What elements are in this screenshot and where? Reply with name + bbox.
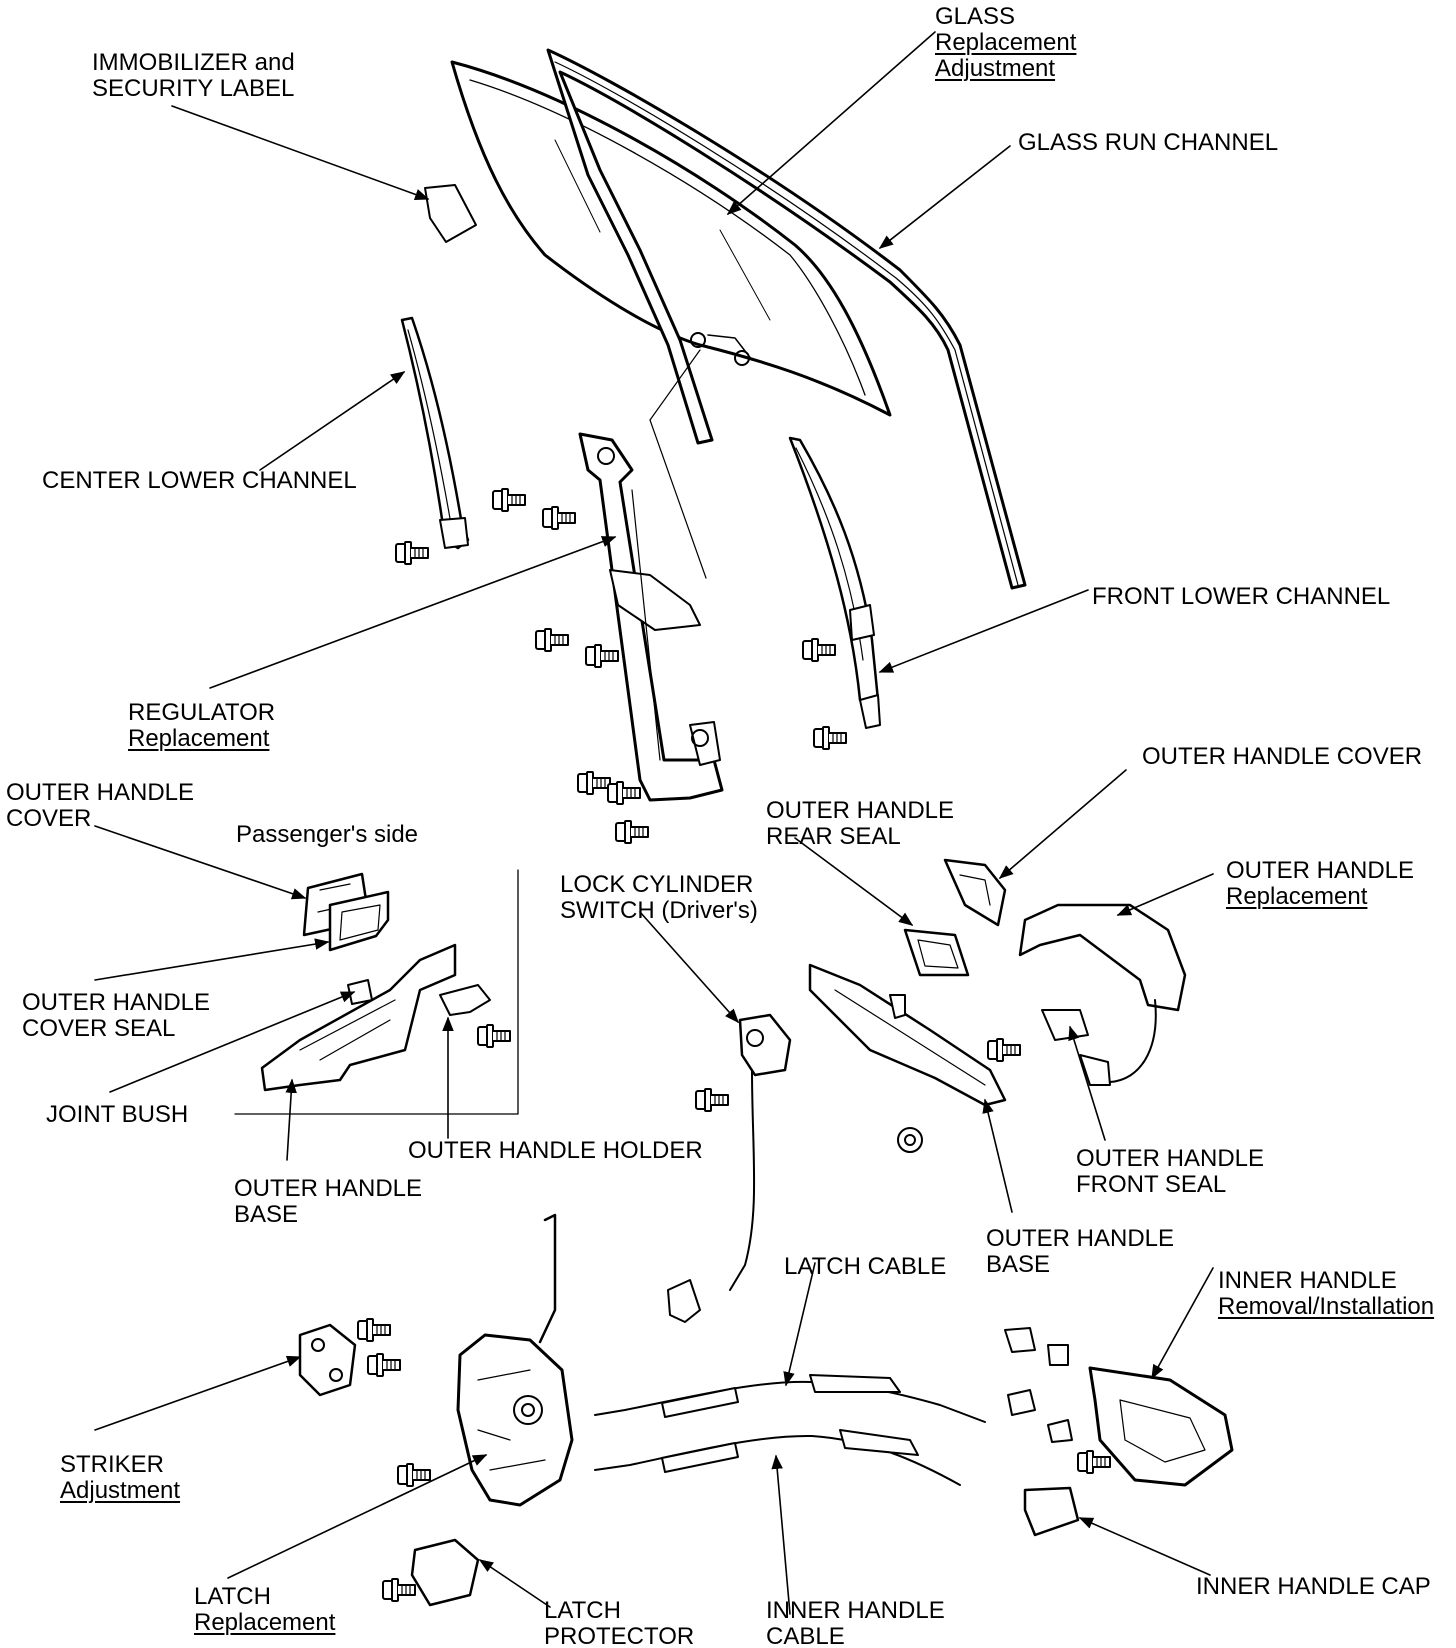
- link-striker-adjustment[interactable]: Adjustment: [60, 1477, 181, 1504]
- label-inner-handle: INNER HANDLE Removal/Installation: [1218, 1267, 1435, 1320]
- label-outer-handle-cover-right: OUTER HANDLE COVER: [1142, 743, 1423, 770]
- label-latch-cable: LATCH CABLE: [784, 1253, 947, 1280]
- label-outer-handle-cover-seal: OUTER HANDLE COVER SEAL: [22, 989, 211, 1042]
- bolt-2: [492, 488, 526, 512]
- bolt-10: [813, 726, 847, 750]
- link-regulator-replacement[interactable]: Replacement: [128, 725, 270, 752]
- bolt-6: [577, 771, 611, 795]
- label-outer-handle: OUTER HANDLE Replacement: [1226, 857, 1415, 910]
- glass-run-channel-part: [546, 48, 1027, 590]
- bolt-12: [397, 1463, 431, 1487]
- bolt-8: [615, 820, 649, 844]
- label-striker: STRIKER Adjustment: [60, 1451, 181, 1504]
- bolt-13: [382, 1578, 416, 1602]
- label-passenger-side: Passenger's side: [236, 821, 419, 848]
- immobilizer-label-part: [424, 184, 477, 243]
- bolt-16: [1077, 1450, 1111, 1474]
- bolt-15: [367, 1353, 401, 1377]
- label-outer-handle-holder: OUTER HANDLE HOLDER: [408, 1137, 703, 1164]
- center-lower-channel-part: [400, 316, 470, 550]
- regulator-part: [578, 349, 724, 802]
- link-inner-handle-removal-installation[interactable]: Removal/Installation: [1218, 1293, 1435, 1320]
- latch-part: [298, 1213, 574, 1607]
- label-immobilizer: IMMOBILIZER and SECURITY LABEL: [92, 49, 295, 102]
- bolt-5: [585, 644, 619, 668]
- bolt-1: [395, 541, 429, 565]
- lock-cylinder-part: [667, 1013, 792, 1323]
- label-outer-handle-base-left: OUTER HANDLE BASE: [234, 1175, 423, 1228]
- bolt-11: [695, 1088, 729, 1112]
- label-regulator: REGULATOR Replacement: [128, 699, 276, 752]
- inner-handle-part: [1004, 1327, 1234, 1537]
- label-inner-handle-cable: INNER HANDLE CABLE: [766, 1597, 945, 1648]
- bolt-4: [535, 628, 569, 652]
- driver-outer-handle-group: [808, 858, 1187, 1153]
- label-latch: LATCH Replacement: [194, 1583, 336, 1636]
- bolt-9: [802, 638, 836, 662]
- leader-lines: [94, 31, 1214, 1615]
- passenger-outer-handle-group: [234, 869, 519, 1115]
- label-inner-handle-cap: INNER HANDLE CAP: [1196, 1573, 1431, 1600]
- link-latch-replacement[interactable]: Replacement: [194, 1609, 336, 1636]
- label-latch-protector: LATCH PROTECTOR: [544, 1597, 695, 1648]
- label-outer-handle-base-right: OUTER HANDLE BASE: [986, 1225, 1175, 1278]
- label-outer-handle-front-seal: OUTER HANDLE FRONT SEAL: [1076, 1145, 1265, 1198]
- label-outer-handle-rear-seal: OUTER HANDLE REAR SEAL: [766, 797, 955, 850]
- link-glass-replacement[interactable]: Replacement: [935, 29, 1077, 56]
- bolt-3: [542, 506, 576, 530]
- link-outer-handle-replacement[interactable]: Replacement: [1226, 883, 1368, 910]
- cables-part: [594, 1374, 986, 1486]
- label-center-lower-channel: CENTER LOWER CHANNEL: [42, 467, 357, 494]
- glass-part: [450, 60, 892, 417]
- bolt-7: [607, 781, 641, 805]
- label-glass: GLASS Replacement Adjustment: [935, 3, 1077, 82]
- link-glass-adjustment[interactable]: Adjustment: [935, 55, 1056, 82]
- bolt-14: [357, 1318, 391, 1342]
- label-joint-bush: JOINT BUSH: [46, 1101, 189, 1128]
- label-lock-cylinder-switch: LOCK CYLINDER SWITCH (Driver's): [560, 871, 758, 924]
- front-lower-channel-part: [788, 436, 881, 729]
- label-front-lower-channel: FRONT LOWER CHANNEL: [1092, 583, 1391, 610]
- label-outer-handle-cover-left: OUTER HANDLE COVER: [6, 779, 195, 832]
- label-glass-run-channel: GLASS RUN CHANNEL: [1018, 129, 1279, 156]
